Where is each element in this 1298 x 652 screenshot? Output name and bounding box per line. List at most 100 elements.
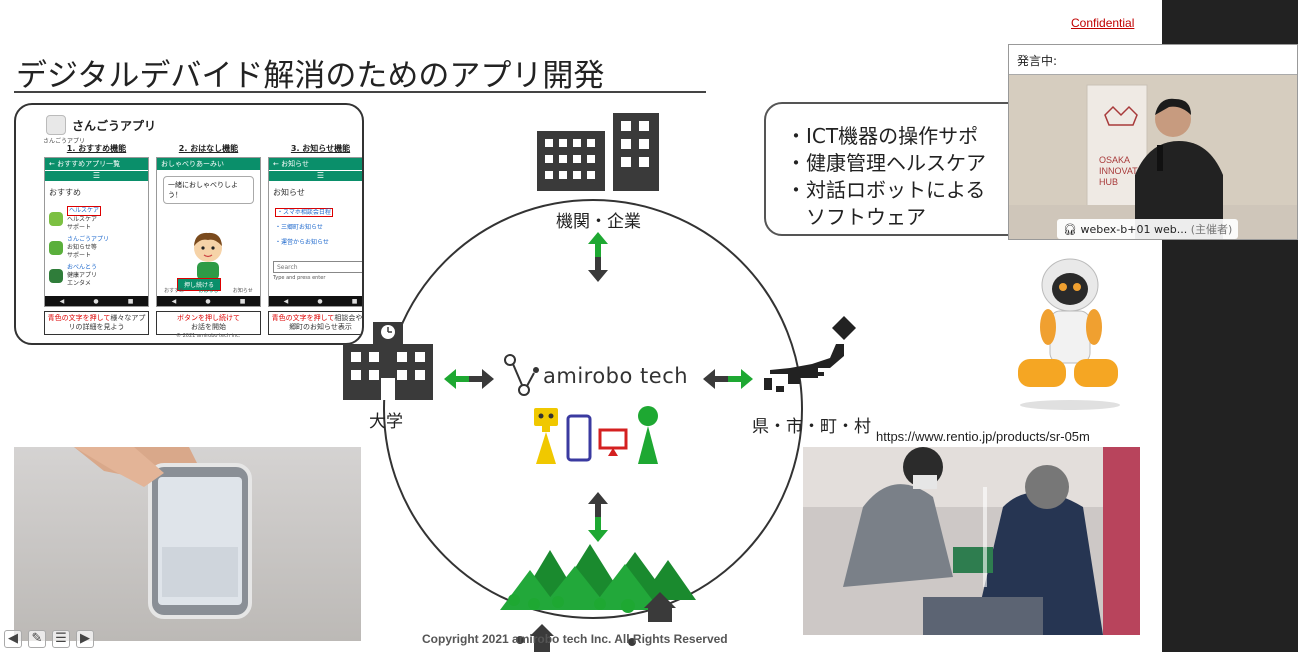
tab-notice: お知らせ — [232, 288, 253, 294]
video-header: 発言中: — [1009, 45, 1297, 75]
app-logo-caption: さんごうアプリ — [43, 138, 86, 145]
robot-icon — [534, 408, 558, 464]
feature-heading: 3. お知らせ機能 — [290, 144, 351, 153]
notice-item: ・三郷町お知らせ — [275, 224, 323, 231]
rec-line: お知らせ等 — [67, 244, 97, 251]
android-nav-bar: ◀●■ — [269, 296, 362, 306]
feature-talk: 2. おはなし機能 おしゃべりあーみい 一緒におしゃべりしよう！ 押し続ける お… — [156, 143, 261, 335]
speech-bubble: 一緒におしゃべりしよう！ — [163, 176, 254, 204]
notice-item: ・運営からお知らせ — [275, 239, 329, 246]
list-item: おべんとう 健康アプリ エンタメ — [45, 262, 148, 290]
app-screens-panel: さんごうアプリ さんごうアプリ 1. おすすめ機能 ← おすすめアプリ一覧 ☰ … — [14, 103, 364, 345]
slide-toolbar: ◀ ✎ ☰ ▶ — [4, 630, 94, 648]
brand-name: amirobo tech — [543, 364, 689, 388]
menu-icon[interactable]: ☰ — [52, 630, 70, 648]
arrow-left-icon[interactable]: ◀ — [4, 630, 22, 648]
smartphone-icon — [566, 414, 592, 462]
phone-screen: ← おすすめアプリ一覧 ☰ おすすめ ヘルスケア ヘルスケア サポート さんごう… — [44, 157, 149, 307]
bottom-tabs: おすすめ おはなし お知らせ — [157, 287, 260, 294]
phone-screen: おしゃべりあーみい 一緒におしゃべりしよう！ 押し続ける おすすめ おはなし お… — [156, 157, 261, 307]
notice-text: ・スマホ相談会日程 — [275, 208, 333, 217]
rec-title: おべんとう — [67, 264, 98, 271]
feature-heading: 2. おはなし機能 — [178, 144, 239, 153]
participant-name: webex-b+01 web... — [1080, 223, 1188, 236]
android-nav-bar: ◀●■ — [157, 296, 260, 306]
feature-recommend: 1. おすすめ機能 ← おすすめアプリ一覧 ☰ おすすめ ヘルスケア ヘルスケア… — [44, 143, 149, 335]
smartphone-photo — [14, 447, 361, 641]
double-arrow-vertical-icon — [588, 232, 608, 282]
headset-icon: 🎧︎ — [1063, 223, 1077, 236]
monitor-icon — [598, 428, 628, 456]
webex-video-panel[interactable]: 発言中: OSAKA INNOVAT HUB 🎧︎ webex-b+01 web… — [1008, 44, 1298, 240]
bullet-item: ・ICT機器の操作サポ — [786, 124, 979, 148]
wall-text: OSAKA — [1099, 155, 1131, 165]
app-copyright: © 2021 amirobo tech inc. — [176, 333, 241, 339]
hamburger-icon: ☰ — [45, 171, 148, 181]
tab-recommend: おすすめ — [164, 288, 185, 294]
speaking-label: 発言中: — [1017, 54, 1058, 68]
rec-line: ヘルスケア — [67, 216, 98, 223]
phone-subtitle: お知らせ — [273, 188, 305, 197]
amirobo-logo-icon — [504, 354, 539, 396]
double-arrow-horizontal-icon — [444, 369, 494, 389]
search-hint: Type and press enter — [273, 275, 326, 281]
rec-line: サポート — [67, 224, 92, 231]
rec-line: 健康アプリ — [67, 272, 98, 279]
robohon-robot-image — [1018, 258, 1120, 410]
video-feed: OSAKA INNOVAT HUB — [1009, 75, 1297, 239]
note-text: 相談会や三郷町のお知らせ表示 — [289, 314, 363, 331]
list-item: ヘルスケア ヘルスケア サポート — [45, 204, 148, 234]
note-highlight: 青色の文字を押して — [271, 314, 335, 322]
note-text: 様々なアプリの詳細を見よう — [68, 314, 146, 331]
rec-title: さんごうアプリ — [67, 236, 110, 243]
forest-town-icon — [500, 544, 696, 652]
notice-item: ・スマホ相談会日程 — [269, 204, 362, 219]
rec-line: サポート — [67, 252, 92, 259]
participant-name-tag: 🎧︎ webex-b+01 web... (主催者) — [1057, 219, 1239, 239]
person-icon — [638, 406, 658, 464]
node-label-university: 大学 — [369, 412, 403, 432]
hamburger-icon: ☰ — [269, 171, 362, 181]
child-illustration-icon — [194, 232, 222, 280]
app-icon — [49, 269, 63, 283]
hold-to-talk-button: 押し続ける — [177, 278, 222, 291]
bullet-item: ・対話ロボットによる — [786, 178, 986, 202]
rec-line: エンタメ — [67, 280, 91, 287]
devices-icons-group — [534, 406, 658, 464]
feature-note: 青色の文字を押して様々なアプリの詳細を見よう — [44, 311, 149, 335]
list-item: さんごうアプリ お知らせ等 サポート — [45, 234, 148, 262]
wall-text: INNOVAT — [1099, 166, 1138, 176]
note-highlight: ボタンを押し続けて — [177, 314, 240, 322]
feature-note: 青色の文字を押して相談会や三郷町のお知らせ表示 — [268, 311, 363, 335]
wall-text: HUB — [1099, 177, 1119, 187]
node-label-companies: 機関・企業 — [556, 212, 641, 232]
node-label-municipalities: 県・市・町・村 — [752, 417, 871, 437]
arrow-right-icon[interactable]: ▶ — [76, 630, 94, 648]
pen-icon[interactable]: ✎ — [28, 630, 46, 648]
presentation-slide: Confidential デジタルデバイド解消のためのアプリ開発 さんごうアプリ… — [0, 0, 1162, 652]
university-building-icon — [343, 322, 433, 400]
note-highlight: 青色の文字を押して — [47, 314, 111, 322]
phone-app-bar: ← おすすめアプリ一覧 — [45, 158, 148, 170]
note-text: お話を開始 — [191, 323, 226, 331]
rec-title: ヘルスケア — [67, 206, 102, 216]
android-nav-bar: ◀●■ — [45, 296, 148, 306]
host-tag: (主催者) — [1190, 223, 1233, 236]
confidential-label: Confidential — [1071, 16, 1135, 30]
consultation-photo — [803, 447, 1140, 635]
phone-app-bar: おしゃべりあーみい — [157, 158, 260, 170]
wall-sign: OSAKA INNOVAT HUB — [1099, 155, 1138, 188]
feature-heading: 1. おすすめ機能 — [66, 144, 127, 153]
office-buildings-icon — [537, 113, 659, 191]
phone-screen: ← お知らせ ☰ お知らせ ・スマホ相談会日程 ・三郷町お知らせ ・運営からお知… — [268, 157, 362, 307]
source-url: https://www.rentio.jp/products/sr-05m — [876, 429, 1090, 444]
ecosystem-circle — [383, 199, 803, 619]
app-icon — [49, 212, 63, 226]
bullet-item: ソフトウェア — [786, 205, 926, 229]
slide-title: デジタルデバイド解消のためのアプリ開発 — [16, 58, 605, 94]
double-arrow-horizontal-icon — [703, 369, 753, 389]
app-icon — [49, 241, 63, 255]
footer-copyright: Copyright 2021 amirobo tech Inc. All Rig… — [422, 632, 728, 646]
feature-notice: 3. お知らせ機能 ← お知らせ ☰ お知らせ ・スマホ相談会日程 ・三郷町お知… — [268, 143, 363, 335]
app-header: さんごうアプリ — [46, 115, 156, 135]
